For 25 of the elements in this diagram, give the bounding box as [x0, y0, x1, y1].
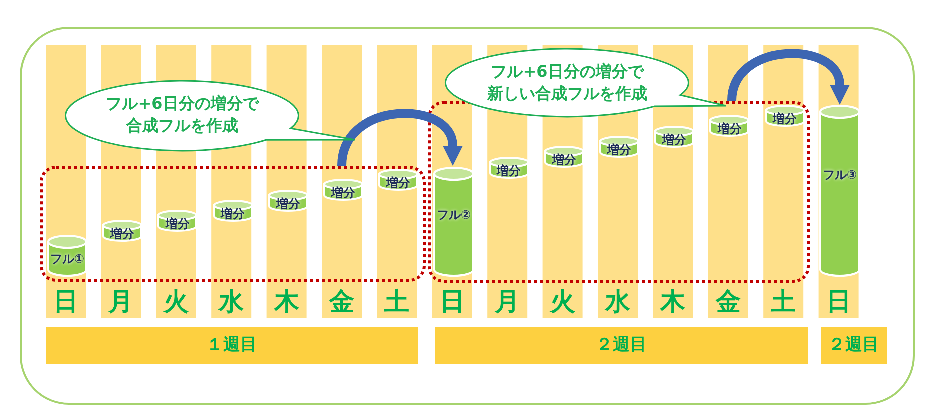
day-label: 日	[52, 286, 80, 318]
day-label: 土	[384, 286, 411, 318]
day-label: 日	[438, 286, 466, 318]
day-label: 日	[825, 286, 852, 318]
day-label: 月	[494, 286, 522, 318]
speech-bubble	[65, 80, 357, 152]
week-bar: ２週目	[435, 327, 808, 364]
day-label: 水	[218, 286, 246, 318]
callout-text: フル+6日分の増分で合成フルを作成	[105, 93, 261, 137]
day-label: 火	[549, 286, 576, 318]
day-label: 木	[273, 286, 300, 318]
day-label: 水	[604, 286, 632, 318]
day-label: 月	[108, 286, 135, 318]
day-label: 火	[162, 286, 190, 318]
day-label: 金	[714, 286, 742, 318]
day-label: 土	[770, 286, 798, 318]
week-bar: １週目	[46, 327, 418, 364]
dotted-group-frame	[428, 101, 810, 283]
day-label: 金	[328, 286, 356, 318]
callout-text: フル+6日分の増分で新しい合成フルを作成	[486, 61, 648, 105]
speech-bubble	[445, 48, 728, 118]
dotted-group-frame	[40, 166, 426, 282]
week-bar: ２週目	[821, 327, 887, 364]
curved-arrow	[338, 109, 463, 167]
day-label: 木	[659, 286, 687, 318]
